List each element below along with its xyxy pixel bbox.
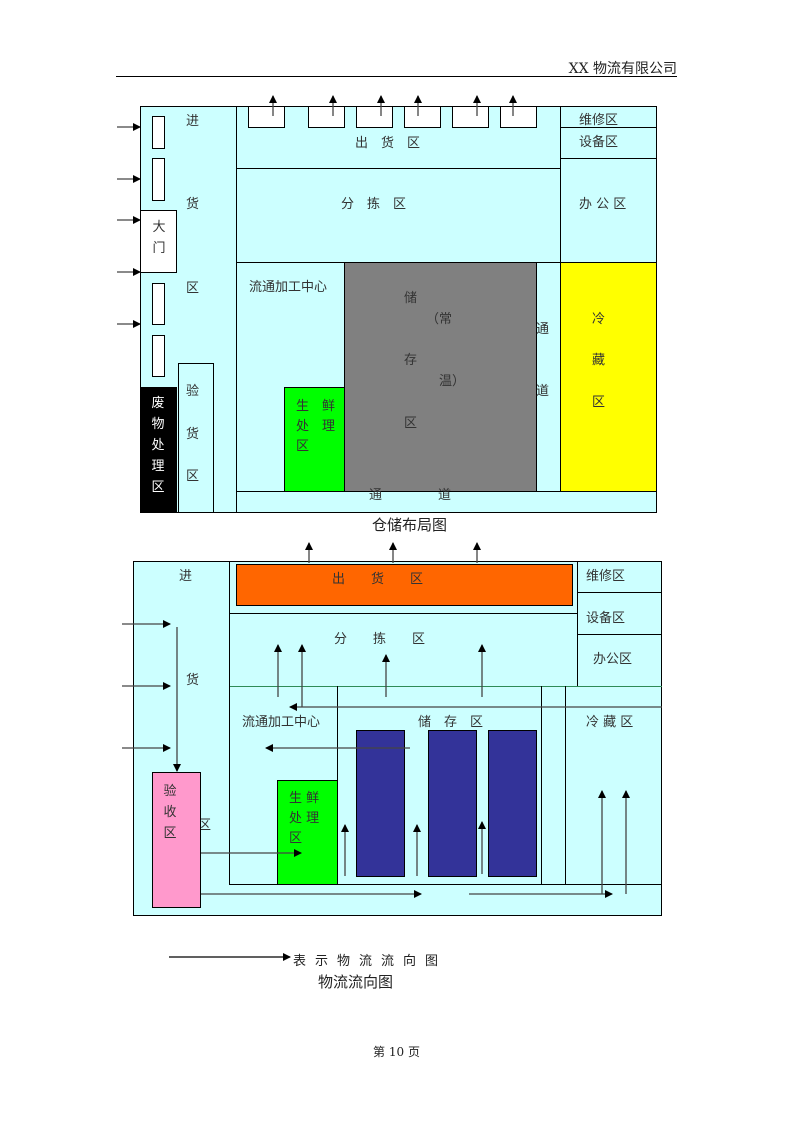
inbound-dock-1: [152, 116, 165, 149]
fresh-line: 处 理: [296, 419, 336, 434]
flow-cold-label: 冷 藏 区: [586, 715, 634, 730]
flow-repair-line: [577, 592, 662, 593]
equipment-label: 设备区: [579, 135, 619, 150]
company-header: XX 物流有限公司: [568, 61, 677, 77]
aisle-h-left: 通: [369, 488, 383, 503]
storage-char-3: 区: [404, 416, 418, 431]
inbound-dock-4: [152, 335, 165, 377]
cold-char-1: 冷: [592, 312, 606, 327]
outbound-dock-3: [356, 106, 393, 128]
flow-inbound-label-1: 进: [179, 569, 193, 584]
flow-middle-line: [229, 686, 662, 687]
inbound-dock-3: [152, 283, 165, 325]
fresh-line: 区: [296, 439, 310, 454]
flow-fresh-line: 生 鲜: [289, 791, 320, 806]
outbound-label: 出 货 区: [355, 136, 421, 151]
flow-inbound-divider: [229, 561, 230, 687]
flow-right-divider: [577, 561, 578, 687]
storage-zone-ambient: [344, 262, 537, 492]
flow-inner-left: [229, 686, 230, 884]
aisle-h-right: 道: [438, 488, 452, 503]
flow-inbound-label-2: 货: [186, 673, 200, 688]
flow-office-label: 办公区: [593, 652, 633, 667]
outbound-bottom-line: [236, 168, 560, 169]
storage-rack-1: [356, 730, 405, 877]
flow-inner-bottom: [229, 884, 662, 885]
storage-note-2: 温）: [439, 374, 466, 389]
receiving-char: 收: [163, 805, 177, 820]
flow-equipment-label: 设备区: [586, 611, 626, 626]
gate-zone: 大门: [140, 210, 177, 273]
waste-char: 区: [151, 480, 165, 495]
storage-char-2: 存: [404, 353, 418, 368]
aisle-v-char-2: 道: [536, 384, 550, 399]
inbound-label-1: 进: [186, 114, 200, 129]
storage-rack-3: [488, 730, 537, 877]
receiving-zone: 验 收 区: [152, 772, 201, 908]
receiving-char: 验: [163, 784, 177, 799]
flow-equipment-line: [577, 634, 662, 635]
flow-storage-label: 储 存 区: [418, 715, 484, 730]
waste-char: 理: [151, 459, 165, 474]
inbound-divider: [236, 106, 237, 513]
cold-storage-zone: [560, 262, 657, 492]
right-column-divider: [560, 106, 561, 262]
equipment-bottom-line: [560, 158, 657, 159]
repair-label: 维修区: [579, 113, 619, 128]
aisle-h-line: [236, 491, 657, 492]
fresh-zone: 生 鲜 处 理 区: [284, 387, 345, 492]
waste-char: 处: [151, 438, 165, 453]
flow-fresh-line: 处 理: [289, 811, 320, 826]
fresh-line: 生 鲜: [296, 399, 336, 414]
flow-aisle-left: [541, 686, 542, 884]
cold-char-3: 区: [592, 395, 606, 410]
figure2-caption: 物流流向图: [318, 973, 394, 991]
flow-sorting-label: 分 拣 区: [334, 632, 426, 647]
repair-bottom-line: [560, 127, 657, 128]
sorting-label: 分 拣 区: [341, 197, 407, 212]
cold-char-2: 藏: [592, 353, 606, 368]
outbound-dock-1: [248, 106, 285, 128]
storage-char-1: 储: [404, 291, 418, 306]
flow-processing-label: 流通加工中心: [242, 715, 321, 730]
inbound-label-3: 区: [186, 281, 200, 296]
flow-fresh-zone: 生 鲜 处 理 区: [277, 780, 338, 885]
inspection-zone: [178, 363, 214, 513]
outbound-dock-6: [500, 106, 537, 128]
flow-sorting-top-line: [229, 613, 577, 614]
inbound-dock-2: [152, 158, 165, 201]
inspection-label-2: 货: [186, 427, 200, 442]
waste-zone: 废 物 处 理 区: [140, 387, 177, 513]
gate-char: 门: [152, 241, 166, 256]
gate-char: 大: [152, 220, 166, 235]
processing-label: 流通加工中心: [249, 280, 328, 295]
flow-outbound-label: 出 货 区: [332, 572, 424, 587]
waste-char: 物: [151, 417, 165, 432]
inspection-label-3: 区: [186, 469, 200, 484]
aisle-v-char-1: 通: [536, 322, 550, 337]
flow-inbound-label-3: 区: [198, 818, 212, 833]
figure1-caption: 仓储布局图: [372, 516, 448, 534]
header-rule: [116, 76, 677, 77]
storage-note-1: （常: [426, 312, 453, 327]
inspection-label-1: 验: [186, 384, 200, 399]
outbound-dock-4: [404, 106, 441, 128]
inbound-label-2: 货: [186, 197, 200, 212]
storage-rack-2: [428, 730, 477, 877]
flow-fresh-line: 区: [289, 831, 303, 846]
flow-legend-text: 表示物流流向图: [293, 954, 448, 969]
flow-outbound-zone: [236, 564, 573, 606]
flow-repair-label: 维修区: [586, 569, 626, 584]
page-number: 第 10 页: [373, 1045, 420, 1059]
outbound-dock-2: [308, 106, 345, 128]
waste-char: 废: [151, 396, 165, 411]
receiving-char: 区: [163, 826, 177, 841]
outbound-dock-5: [452, 106, 489, 128]
office-label: 办 公 区: [579, 197, 627, 212]
flow-aisle-right: [565, 686, 566, 884]
